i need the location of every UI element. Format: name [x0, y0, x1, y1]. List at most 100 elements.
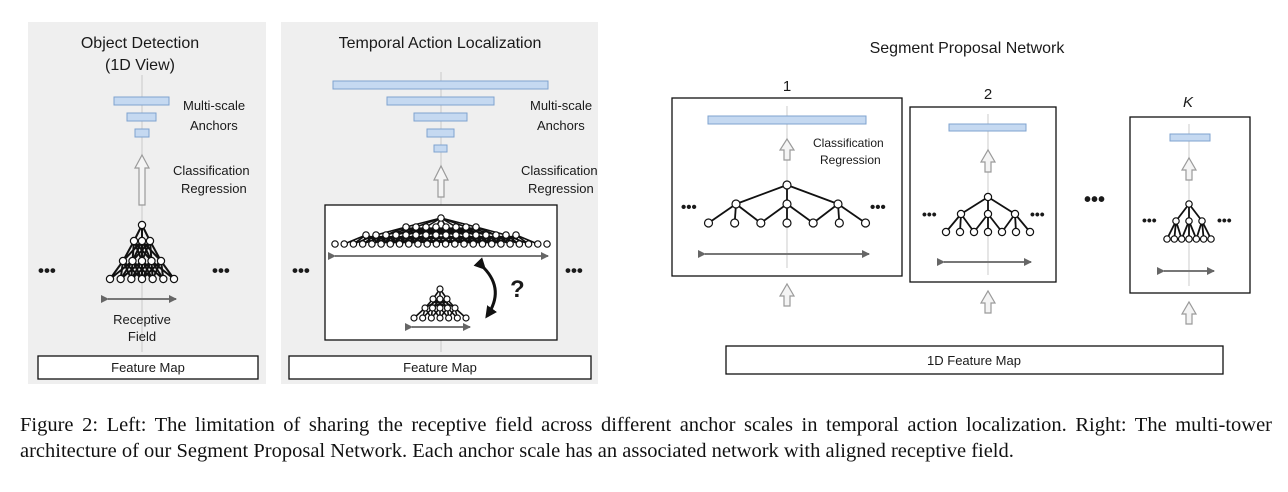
- anchor-small: [134, 128, 150, 138]
- tree-edge: [495, 234, 520, 245]
- tree-node: [428, 304, 437, 312]
- tower-2-anchor: [948, 123, 1027, 132]
- tree-node: [443, 304, 452, 312]
- tower-1-anchor: [707, 115, 867, 125]
- feature-map-label: Feature Map: [111, 360, 185, 375]
- tree-node: [462, 314, 470, 322]
- tree-node: [955, 227, 965, 237]
- tree-edge: [485, 234, 511, 245]
- head-label-line1: Classification: [521, 163, 598, 178]
- tree-node: [1163, 235, 1171, 243]
- tree-edge: [150, 260, 175, 280]
- tree-node: [422, 223, 430, 231]
- tree-node: [487, 240, 496, 248]
- tree-node: [331, 240, 339, 248]
- tree-node: [145, 236, 155, 246]
- tree-node: [441, 240, 450, 248]
- tree-node: [983, 227, 993, 237]
- tree-node: [782, 180, 792, 190]
- tree-node: [147, 256, 156, 266]
- ellipsis-right: •••: [565, 261, 583, 280]
- mismatch-arrow-icon: [473, 257, 498, 319]
- tree-edge: [515, 234, 539, 245]
- tree-node: [442, 231, 450, 239]
- tree-edge: [735, 203, 762, 224]
- tree-node: [427, 314, 435, 322]
- tree-edge: [405, 234, 428, 245]
- tree-node: [1207, 235, 1215, 243]
- tree-node: [404, 240, 413, 248]
- tree-edge: [141, 260, 164, 280]
- tree-node: [1010, 209, 1020, 219]
- tree-node: [472, 231, 480, 239]
- tree-node: [423, 240, 431, 248]
- panel-left-title-line1: Object Detection: [81, 35, 199, 52]
- anchor-medium: [126, 112, 157, 122]
- tree-node: [969, 227, 979, 237]
- tree-node: [756, 218, 766, 228]
- tree-edge: [960, 196, 989, 215]
- tree-node: [515, 240, 524, 248]
- figure-2: Object Detection (1D View) Multi-scale A…: [28, 22, 1251, 384]
- tree-node: [1185, 217, 1193, 225]
- tree-node: [118, 256, 128, 266]
- tree-edge: [465, 234, 492, 245]
- head-label-line2: Regression: [528, 181, 594, 196]
- tree-edge: [735, 184, 788, 205]
- tree-node: [432, 231, 440, 239]
- small-tree: [410, 285, 470, 322]
- tree-edge: [141, 240, 162, 262]
- tree-node: [731, 199, 741, 209]
- tree-node: [1170, 235, 1179, 243]
- tree-node: [128, 256, 137, 266]
- tower-label-k: K: [1183, 94, 1194, 111]
- tree-node: [402, 223, 410, 231]
- tree-node: [395, 240, 404, 248]
- figure-caption: Figure 2: Left: The limitation of sharin…: [20, 414, 1272, 462]
- tree-node: [137, 220, 147, 230]
- anchors-label-line1: Multi-scale: [530, 98, 592, 113]
- tree-node: [997, 227, 1007, 237]
- tree-node: [392, 231, 400, 239]
- tree-node: [105, 274, 115, 284]
- tree-node: [362, 231, 370, 239]
- anchor-3: [413, 112, 468, 122]
- tower-label-1: 1: [783, 78, 791, 95]
- tree-edge: [375, 234, 400, 245]
- tower-k-tree: [1163, 200, 1215, 243]
- tree-node: [421, 304, 429, 312]
- tree-node: [1192, 235, 1201, 243]
- feature-map-label: 1D Feature Map: [927, 353, 1021, 368]
- tree-node: [462, 231, 470, 239]
- tree-node: [451, 304, 459, 312]
- up-arrow-icon: [1180, 156, 1198, 181]
- head-label-line2: Regression: [820, 153, 881, 167]
- anchor-2: [386, 96, 495, 106]
- tree-node: [782, 199, 792, 209]
- ellipsis-left: •••: [38, 261, 56, 280]
- tree-node: [941, 227, 951, 237]
- tree-edge: [475, 226, 507, 236]
- tree-node: [340, 240, 349, 248]
- feature-map-box: [37, 355, 259, 380]
- rf-label-line2: Field: [128, 329, 156, 344]
- tree-node: [412, 223, 420, 231]
- anchor-5: [433, 144, 448, 153]
- tree-edge: [440, 217, 477, 228]
- tree-node: [860, 218, 871, 228]
- tower-k: K ••• •••: [1129, 94, 1251, 325]
- rf-label-line1: Receptive: [113, 312, 171, 327]
- tree-node: [402, 231, 410, 239]
- large-tree: [331, 214, 551, 248]
- tree-node: [372, 231, 380, 239]
- receptive-field-tree: [105, 220, 179, 284]
- anchors-label-line2: Anchors: [537, 118, 585, 133]
- up-arrow-icon: [778, 282, 796, 307]
- tree-edge: [786, 184, 839, 205]
- tree-node: [703, 218, 714, 228]
- tree-node: [127, 274, 136, 284]
- tower-ellipsis: •••: [1084, 189, 1105, 211]
- anchor-4: [426, 128, 455, 138]
- ellipsis-left: •••: [681, 199, 697, 216]
- tree-node: [492, 231, 500, 239]
